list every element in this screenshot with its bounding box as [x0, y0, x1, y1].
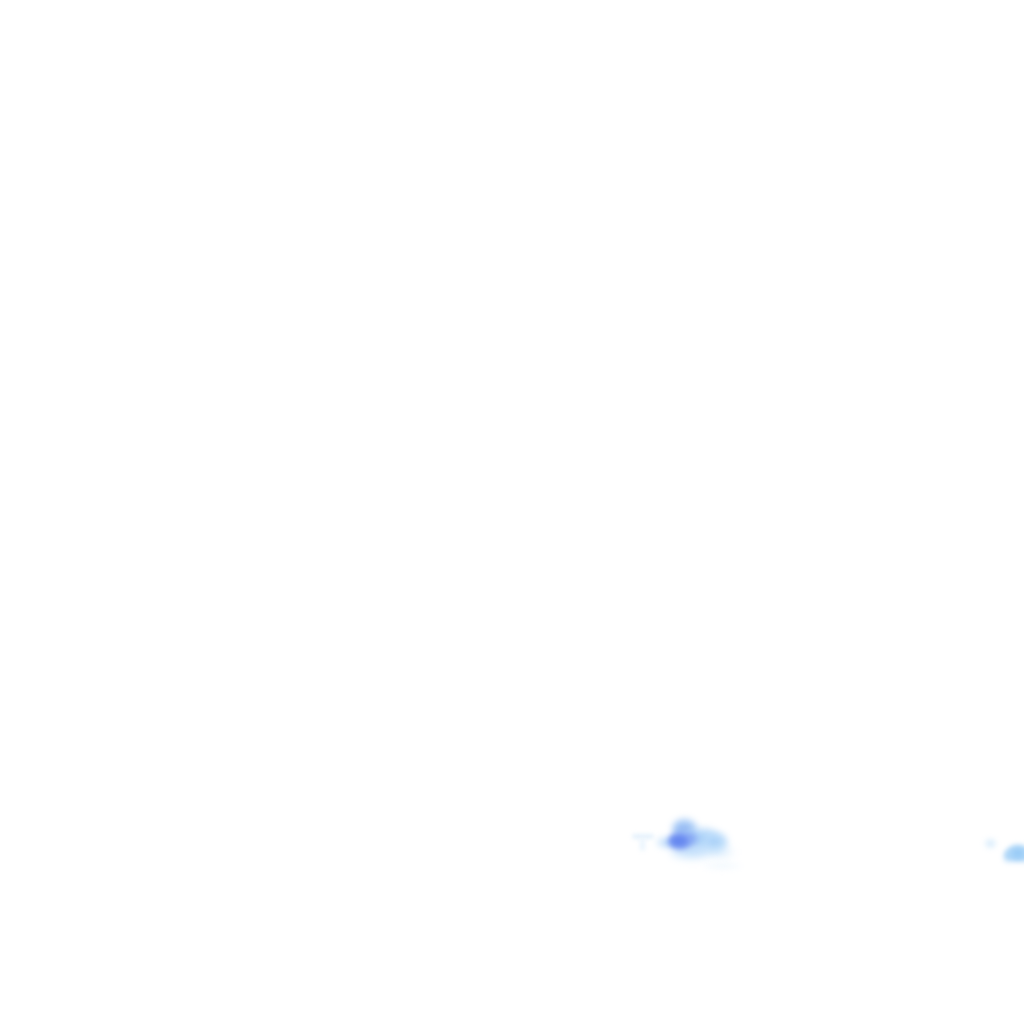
edge-blob-cap — [1006, 844, 1024, 860]
cloud-lobe-smear — [710, 846, 734, 858]
faint-dot — [984, 838, 997, 849]
faint-tee-mark — [630, 828, 658, 858]
main-cloud-blob — [650, 812, 736, 874]
tee-mark-bar — [632, 834, 654, 839]
tee-mark-stem — [640, 838, 645, 851]
clipped-edge-blob — [1002, 842, 1024, 868]
cloud-lobe-core — [668, 832, 692, 850]
